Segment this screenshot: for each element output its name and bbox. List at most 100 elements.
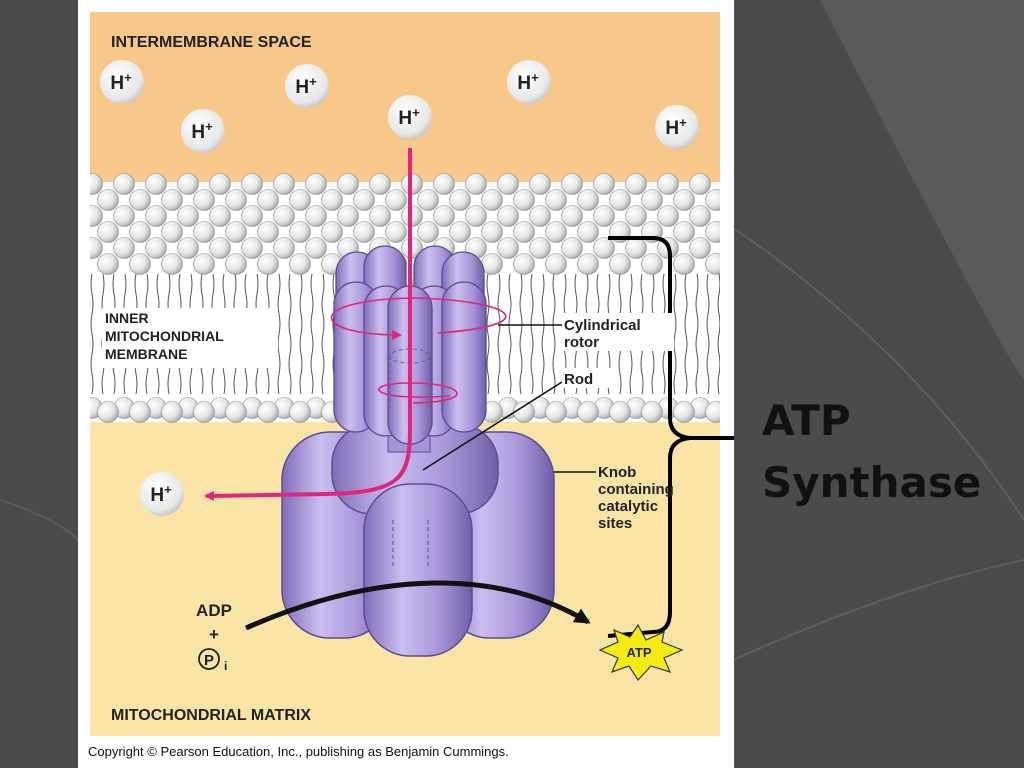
phospholipid-head [129, 253, 151, 275]
phospholipid-head [129, 221, 151, 243]
membrane-label-line-3: MEMBRANE [105, 346, 187, 362]
phospholipid-head [209, 173, 231, 195]
phospholipid-head [625, 173, 647, 195]
phospholipid-head [641, 401, 663, 423]
atp-production-arrow [244, 580, 591, 631]
proton-sphere [285, 64, 329, 108]
slide-title: ATP Synthase [762, 390, 1012, 514]
proton-ion: H+ [140, 472, 184, 516]
phospholipid-head [529, 205, 551, 227]
phospholipid-head [97, 253, 119, 275]
phospholipid-head [193, 401, 215, 423]
lipid-tail [90, 273, 94, 395]
proton-charge: + [531, 70, 539, 85]
phospholipid-head [257, 189, 279, 211]
lipid-tail [552, 273, 556, 395]
phospholipid-head [513, 189, 535, 211]
phospholipid-head [641, 189, 663, 211]
phospholipid-head [705, 401, 720, 423]
phospholipid-head [593, 237, 615, 259]
phospholipid-head [577, 221, 599, 243]
lipid-tail [684, 273, 688, 395]
phospholipid-head [209, 205, 231, 227]
phospholipid-head [625, 205, 647, 227]
proton-charge: + [205, 119, 213, 134]
phospholipid-head [90, 205, 103, 227]
phospholipid-head [289, 253, 311, 275]
protons: H+H+H+H+H+H+H+ [100, 60, 699, 516]
knob-callout-line-4: sites [598, 515, 632, 532]
phosphate-circle [198, 648, 220, 670]
phospholipid-head [145, 173, 167, 195]
proton-ion: H+ [100, 60, 144, 104]
phospholipid-head [417, 189, 439, 211]
membrane-label-line-1: INNER [105, 310, 149, 326]
slide-title-line-1: ATP [762, 396, 851, 445]
phospholipid-head [145, 205, 167, 227]
phospholipid-head [273, 205, 295, 227]
phospholipid-head [97, 189, 119, 211]
phospholipid-head [561, 173, 583, 195]
phospholipid-head [481, 253, 503, 275]
figure-panel: ATP H+H+H+H+H+H+H+ INTERMEMBRANE SPACE I… [78, 0, 734, 768]
phospholipid-head [257, 221, 279, 243]
phospholipid-head [113, 173, 135, 195]
phospholipid-head [193, 253, 215, 275]
phospholipid-head [273, 173, 295, 195]
atp-label: ATP [626, 645, 651, 660]
phospholipid-head [385, 189, 407, 211]
phospholipid-head [225, 189, 247, 211]
lipid-tail [497, 273, 501, 395]
proton-charge: + [679, 115, 687, 130]
phospholipid-head [689, 173, 711, 195]
proton-sphere [100, 60, 144, 104]
phospholipid-head [433, 173, 455, 195]
phospholipid-head [513, 253, 535, 275]
phospholipid-head [225, 221, 247, 243]
phosphate-subscript: i [224, 659, 227, 673]
phospholipid-head [193, 189, 215, 211]
phospholipid-head [529, 173, 551, 195]
phospholipid-head [449, 189, 471, 211]
adp-label: ADP [196, 601, 232, 620]
copyright-text: Copyright © Pearson Education, Inc., pub… [88, 744, 509, 759]
proton-ion: H+ [507, 60, 551, 104]
proton-ion: H+ [181, 109, 225, 153]
rod-callout-text: Rod [564, 371, 593, 388]
phospholipid-head [545, 253, 567, 275]
phospholipid-head [305, 205, 327, 227]
phospholipid-head [673, 401, 695, 423]
proton-ion: H+ [285, 64, 329, 108]
phospholipid-head [417, 221, 439, 243]
phospholipid-head [609, 253, 631, 275]
phospholipid-head [113, 205, 135, 227]
phospholipid-head [353, 189, 375, 211]
lipid-tail [288, 273, 292, 395]
phospholipid-head [481, 221, 503, 243]
atp-burst [598, 623, 684, 681]
phospholipid-head [689, 237, 711, 259]
lipid-tail [310, 273, 314, 395]
phospholipid-head [497, 205, 519, 227]
phospholipid-head [673, 253, 695, 275]
proton-sphere [181, 109, 225, 153]
phospholipid-head [497, 237, 519, 259]
inner-membrane-label: INNER MITOCHONDRIAL MEMBRANE [102, 308, 278, 368]
rotor-callout-line-1: Cylindrical [564, 317, 641, 334]
phospholipid-head [369, 173, 391, 195]
intermembrane-space-label: INTERMEMBRANE SPACE [111, 34, 312, 51]
phospholipid-head [545, 221, 567, 243]
atp-synthase-diagram: ATP H+H+H+H+H+H+H+ INTERMEMBRANE SPACE I… [90, 12, 734, 736]
phospholipid-head [433, 205, 455, 227]
phospholipid-head [177, 237, 199, 259]
phospholipid-head [657, 205, 679, 227]
rotation-arrow-upper [330, 297, 507, 340]
phospholipid-head [673, 221, 695, 243]
proton-charge: + [164, 482, 172, 497]
phospholipid-head [289, 221, 311, 243]
phospholipid-head [529, 237, 551, 259]
phospholipid-head [129, 401, 151, 423]
phospholipid-head [657, 173, 679, 195]
phospholipid-head [577, 401, 599, 423]
phospholipid-head [465, 205, 487, 227]
